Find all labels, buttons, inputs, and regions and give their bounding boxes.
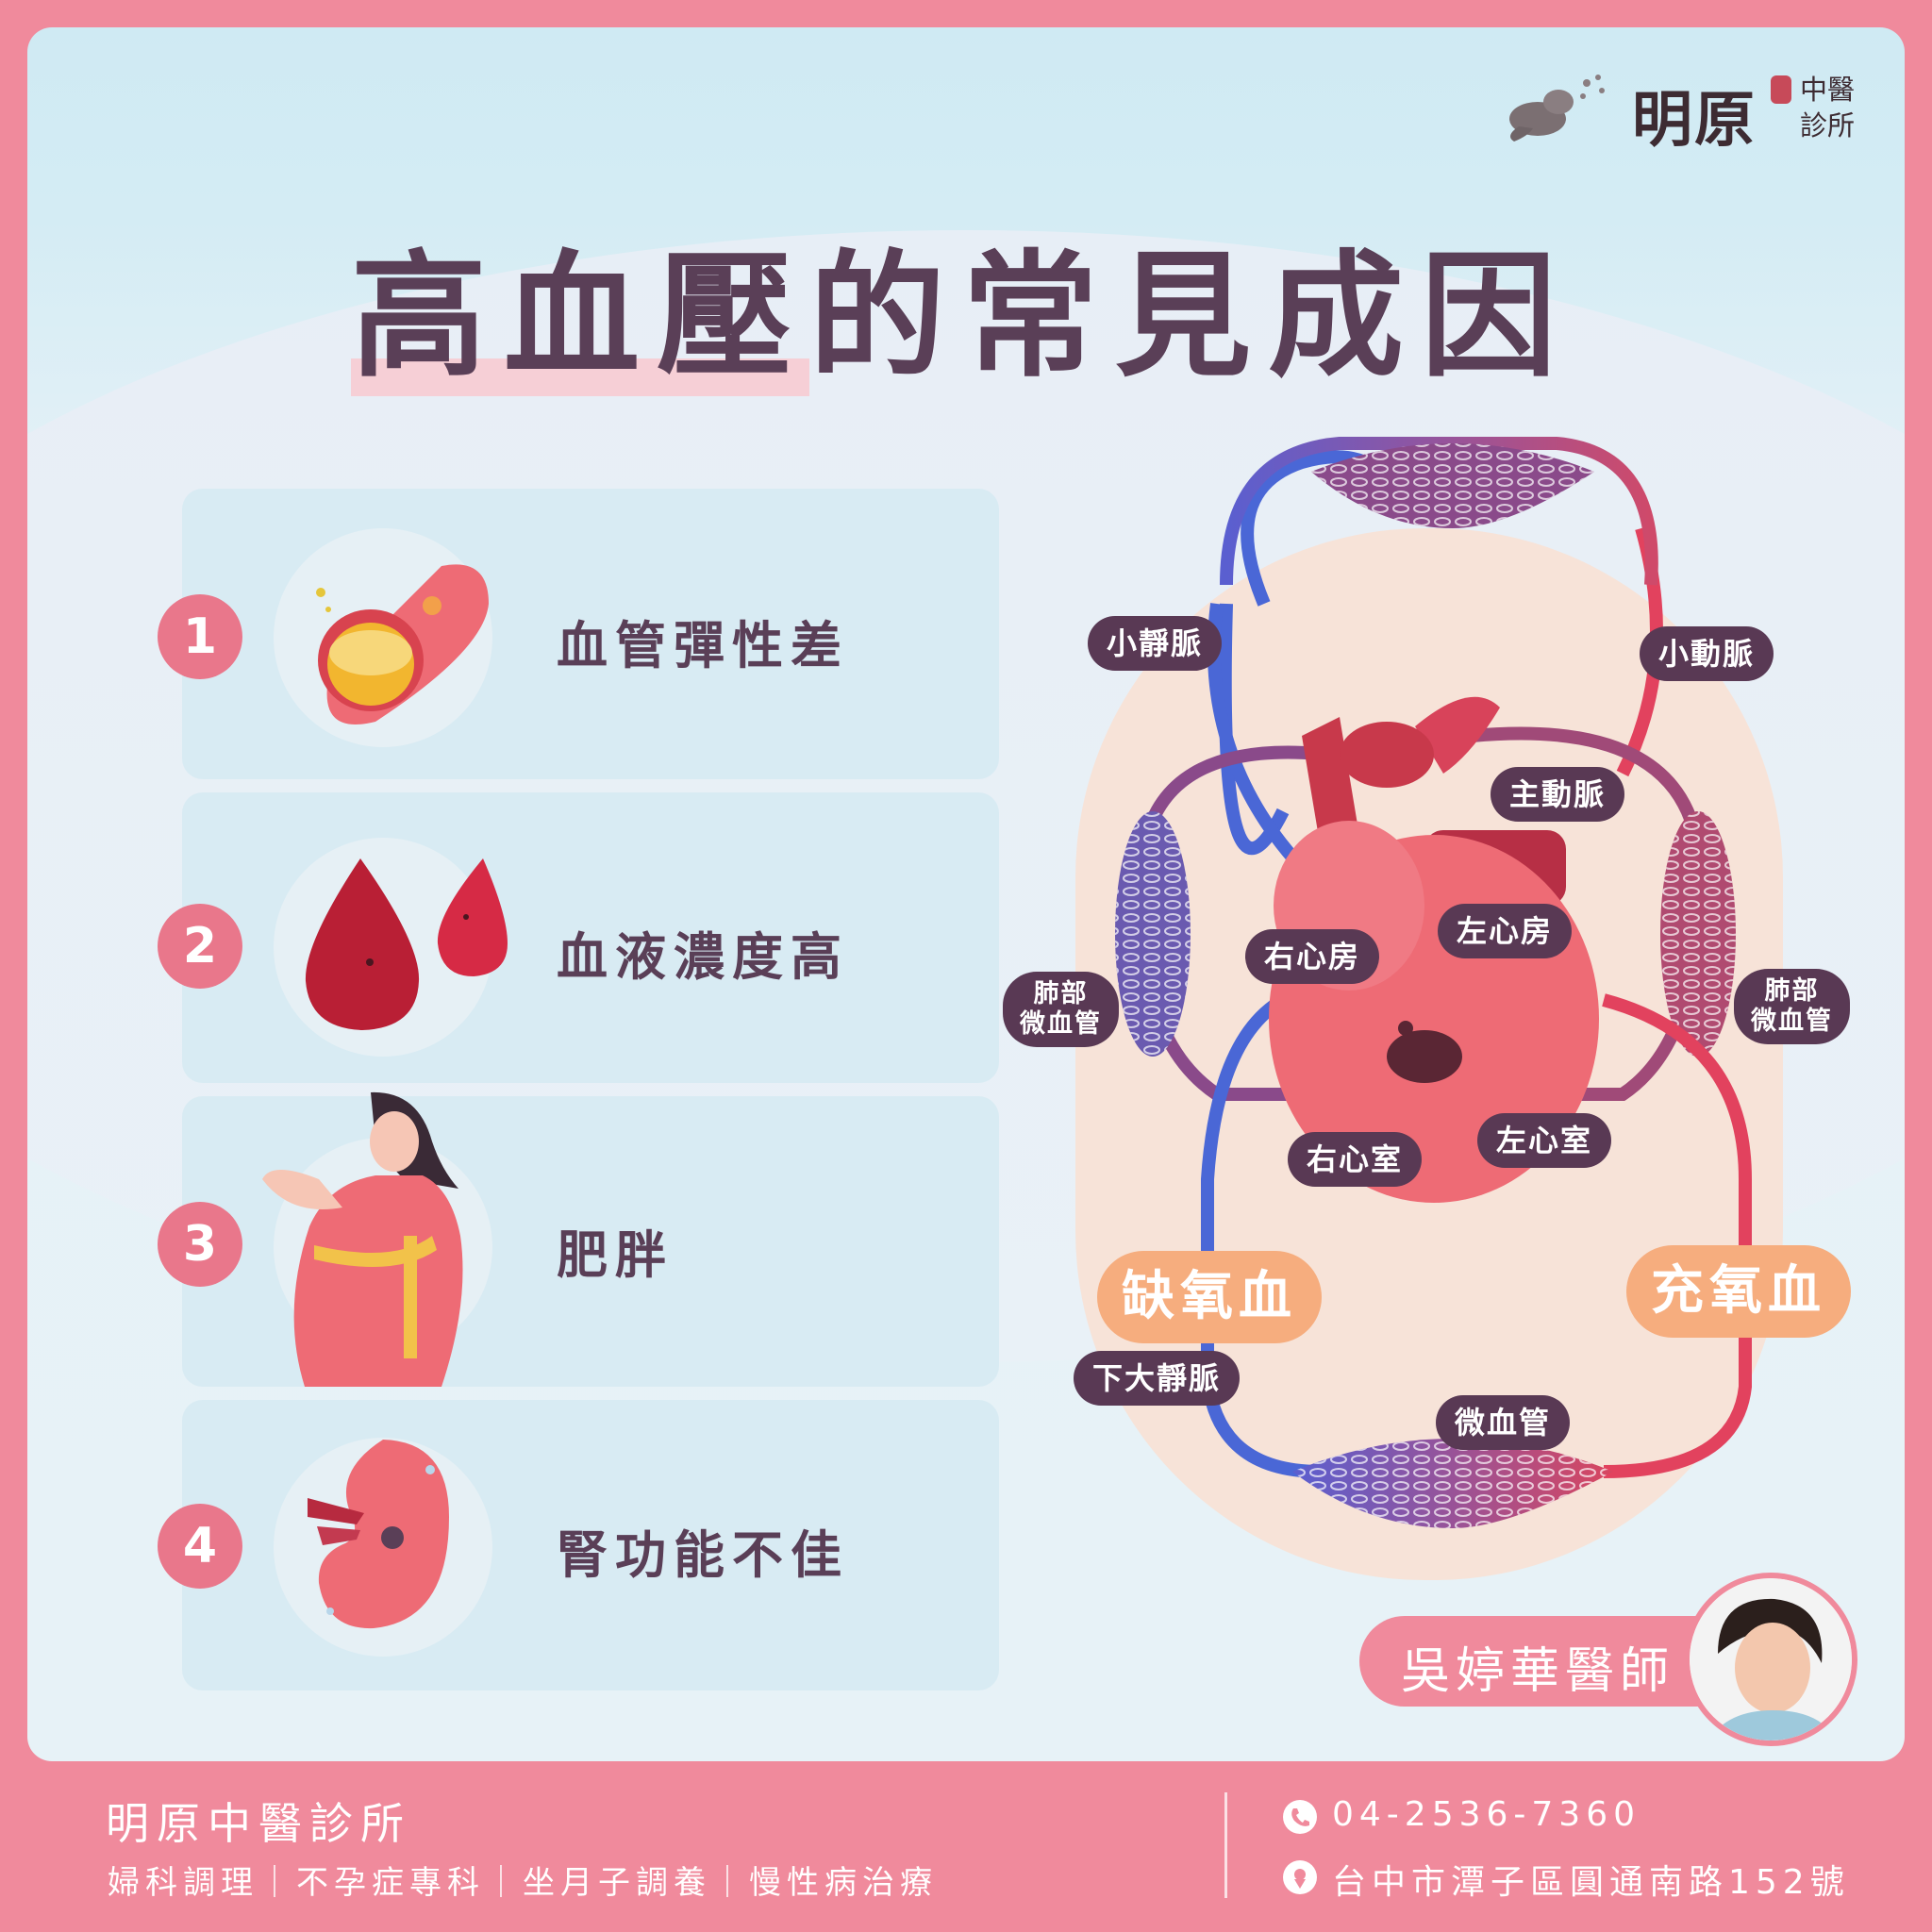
label-lung-left-line1: 肺部 (1033, 979, 1089, 1008)
title-block: 高血壓的常見成因 (351, 237, 1574, 396)
label-lung-right-line2: 微血管 (1751, 1007, 1833, 1036)
page-title: 高血壓的常見成因 (351, 237, 1574, 395)
label-inferior-vena-cava: 下大靜脈 (1074, 1351, 1241, 1406)
footer-services: 婦科調理｜不孕症專科｜坐月子調養｜慢性病治療 (108, 1864, 938, 1902)
footer-clinic-name: 明原中醫診所 (106, 1798, 411, 1849)
label-lung-capillaries-right: 肺部 微血管 (1734, 969, 1850, 1044)
label-lung-capillaries-left: 肺部 微血管 (1003, 972, 1119, 1047)
cause-number-2: 2 (158, 904, 242, 989)
label-lung-left-line2: 微血管 (1020, 1009, 1102, 1039)
label-small-vein: 小靜脈 (1088, 616, 1223, 671)
cause-label-3: 肥胖 (557, 1225, 674, 1285)
location-pin-icon (1283, 1860, 1317, 1894)
logo-sub-line1: 中醫 (1800, 74, 1856, 106)
blood-vessel-plaque-icon (316, 564, 489, 724)
footer-address[interactable]: 台中市潭子區圓通南路152號 (1332, 1863, 1850, 1902)
footer-divider (1224, 1792, 1227, 1898)
title-highlight (351, 358, 809, 396)
logo-subtitle: 中醫 診所 (1800, 72, 1857, 143)
logo-brand: 明原 (1632, 85, 1757, 156)
kidney-icon (308, 1440, 449, 1629)
cause-number-1: 1 (158, 594, 242, 679)
doctor-avatar (1684, 1573, 1857, 1746)
footer-phone[interactable]: 04-2536-7360 (1332, 1795, 1641, 1834)
label-left-ventricle: 左心室 (1477, 1113, 1612, 1168)
cause-number-3: 3 (158, 1202, 242, 1287)
gourd-logo-icon (1509, 75, 1605, 142)
label-right-ventricle: 右心室 (1288, 1132, 1423, 1187)
cause-number-4: 4 (158, 1504, 242, 1589)
doctor-portrait-icon (1690, 1578, 1852, 1740)
blood-drop-icon (305, 858, 508, 1030)
measuring-waist-icon (262, 1091, 463, 1387)
label-left-atrium: 左心房 (1438, 904, 1573, 958)
cause-label-2: 血液濃度高 (557, 927, 849, 987)
cause-label-1: 血管彈性差 (557, 616, 849, 675)
label-right-atrium: 右心房 (1245, 929, 1380, 984)
phone-icon (1283, 1800, 1317, 1834)
cause-label-4: 腎功能不佳 (557, 1525, 849, 1585)
label-capillaries: 微血管 (1436, 1395, 1571, 1450)
label-aorta: 主動脈 (1491, 767, 1625, 822)
clinic-logo: 明原 中醫 診所 (1500, 66, 1877, 156)
logo-seal (1771, 75, 1791, 104)
label-small-artery: 小動脈 (1640, 626, 1774, 681)
label-deoxygenated-blood: 缺氧血 (1097, 1251, 1322, 1343)
doctor-name: 吳婷華醫師 (1401, 1643, 1675, 1700)
label-oxygenated-blood: 充氧血 (1626, 1245, 1851, 1338)
label-lung-right-line1: 肺部 (1764, 976, 1820, 1006)
logo-sub-line2: 診所 (1800, 109, 1856, 142)
